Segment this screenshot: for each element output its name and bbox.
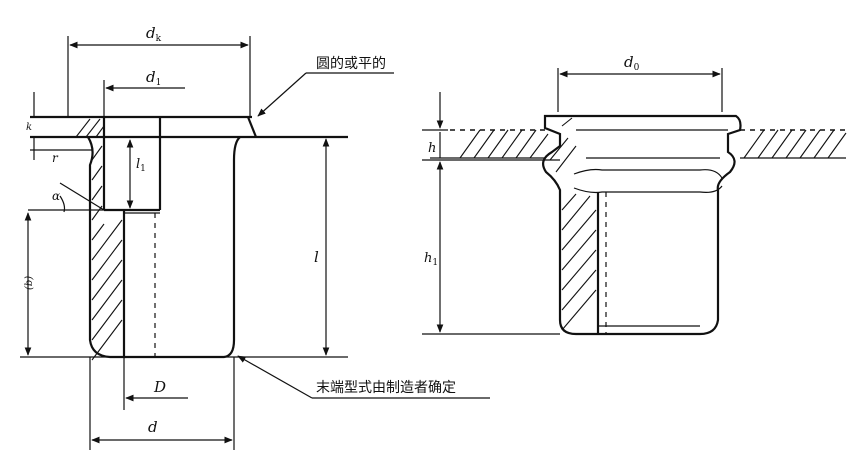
- h-label: h: [428, 141, 436, 156]
- svg-text:h1: h1: [424, 251, 438, 268]
- dim-dk: dk: [67, 24, 251, 117]
- note-end-type: 末端型式由制造者确定: [237, 355, 490, 399]
- svg-text:d0: d0: [624, 53, 640, 73]
- l1-label: l: [136, 157, 140, 172]
- l-label: l: [314, 248, 319, 266]
- dim-d0: d0: [557, 53, 723, 112]
- h1-sub: 1: [432, 258, 438, 268]
- dim-d: d: [89, 357, 235, 450]
- d0-sub: 0: [634, 63, 640, 73]
- svg-text:dk: dk: [146, 24, 162, 44]
- dk-sub: k: [156, 34, 162, 44]
- r-label: r: [52, 151, 59, 165]
- dim-b: (b): [24, 212, 35, 356]
- note-top-text: 圆的或平的: [316, 56, 386, 72]
- dim-D: D: [123, 357, 188, 410]
- dim-l: l: [314, 138, 330, 356]
- head-flange: [30, 115, 348, 139]
- left-view: dk d1 圆的或平的 k r α: [20, 24, 490, 450]
- dim-h-h1: h h1: [422, 92, 560, 335]
- d0-label: d: [624, 53, 634, 71]
- h1-label: h: [424, 251, 432, 266]
- svg-text:l1: l1: [136, 157, 146, 174]
- body-outline: [20, 117, 348, 359]
- dim-k: k: [26, 92, 35, 160]
- alpha-label: α: [52, 189, 60, 203]
- d1-label: d: [146, 68, 156, 86]
- l1-sub: 1: [140, 164, 146, 174]
- note-round-or-flat: 圆的或平的: [257, 56, 394, 117]
- svg-text:d1: d1: [146, 68, 161, 88]
- b-label: (b): [24, 276, 35, 290]
- note-bottom-text: 末端型式由制造者确定: [316, 380, 456, 396]
- D-label: D: [153, 378, 166, 396]
- dim-l1: l1: [126, 139, 146, 209]
- dim-d1: d1: [103, 68, 185, 117]
- dk-label: d: [146, 24, 156, 42]
- dim-r-alpha: r α: [28, 149, 105, 213]
- nut-wall-hatching: [549, 117, 597, 331]
- k-label: k: [26, 122, 32, 133]
- d1-sub: 1: [156, 78, 162, 88]
- sheet-plate: [430, 129, 847, 159]
- right-view: d0: [422, 53, 847, 336]
- d-label: d: [148, 418, 158, 436]
- left-wall-hatching: [75, 118, 123, 361]
- installed-rivet-nut: [541, 114, 742, 336]
